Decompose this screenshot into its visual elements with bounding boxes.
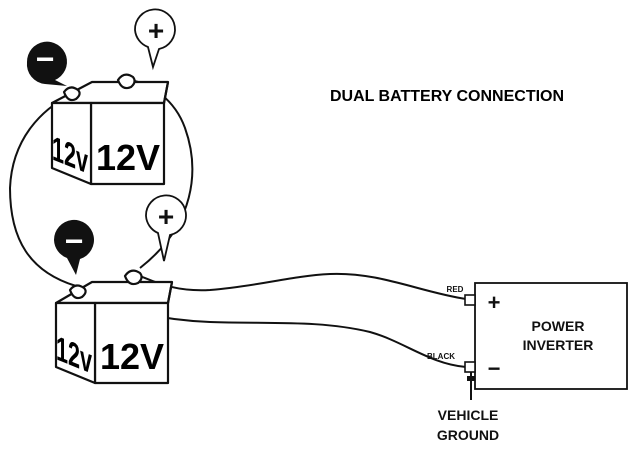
battery-top-side [50,101,93,186]
minus-balloon-top [26,41,68,86]
wire-red [139,272,467,300]
wire-negative-link [8,93,77,287]
battery-top-terminal-positive [116,73,136,90]
callout-top-plus: + [134,8,176,71]
battery-top-front-label: 12V [96,137,160,178]
battery-top: 12v 12V [50,73,170,186]
inverter-minus-sign: − [488,356,501,381]
battery-bottom-terminal-negative [68,284,87,300]
inverter-label-line1: POWER [532,318,585,334]
battery-bottom-terminal-positive [123,269,143,286]
plus-balloon-top [134,8,176,71]
plus-icon: + [148,15,164,46]
wire-label-black: BLACK [427,352,455,361]
battery-bottom-front-label: 12V [100,336,164,377]
inverter-box [474,282,628,390]
ground-lug [467,376,475,381]
minus-balloon-bottom [53,219,94,275]
inverter-terminal-positive [464,294,476,306]
diagram-title: DUAL BATTERY CONNECTION [330,88,564,105]
battery-top-terminal-negative [62,86,81,102]
inverter-terminal-negative [464,361,476,373]
plus-balloon-bottom [145,194,187,262]
callout-bottom-minus: − [53,219,94,275]
callout-bottom-plus: + [145,194,187,262]
ground-label-line1: VEHICLE [438,407,499,423]
inverter-label-line2: INVERTER [523,337,594,353]
minus-icon: − [65,223,84,259]
ground-label-line2: GROUND [437,427,499,443]
inverter-plus-sign: + [488,290,501,315]
wire-label-red: RED [447,285,464,294]
minus-icon: − [36,41,55,77]
callout-top-minus: − [26,41,68,86]
power-inverter: + − POWER INVERTER [464,282,628,390]
battery-bottom: 12v 12V [54,269,174,385]
plus-icon: + [158,201,174,232]
battery-bottom-side [54,301,97,385]
